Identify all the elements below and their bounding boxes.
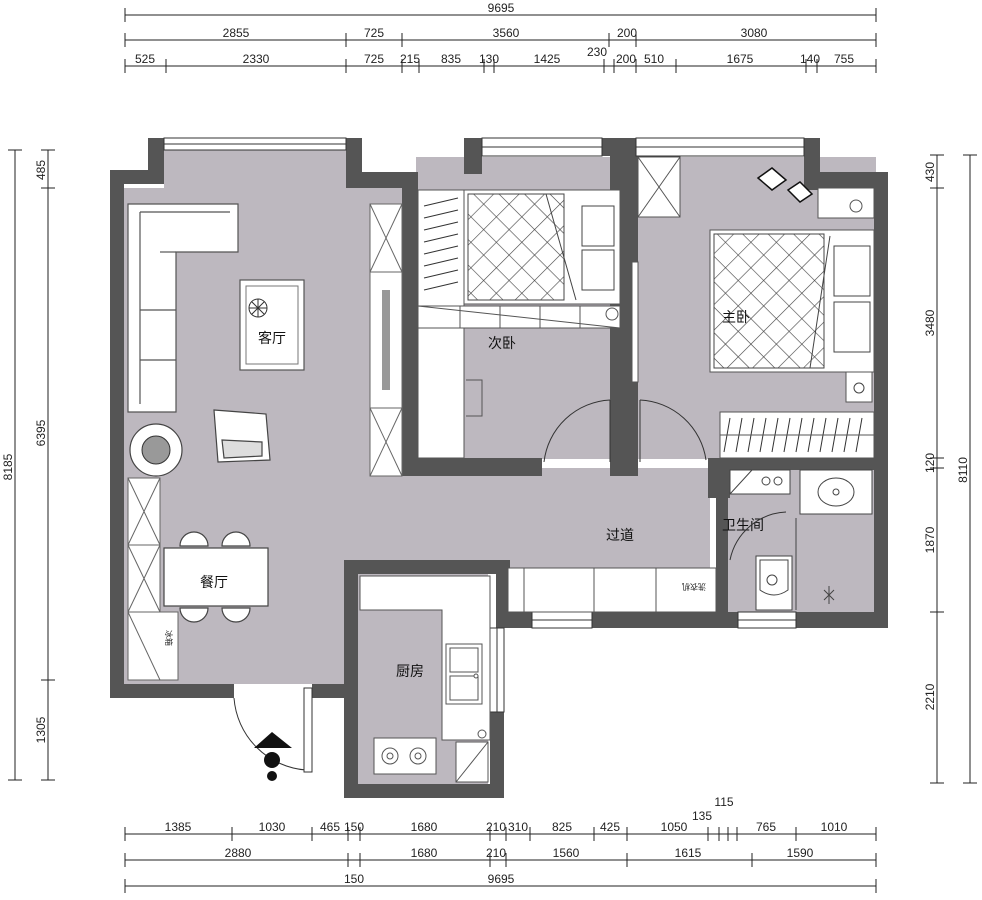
armchair (213, 409, 271, 463)
dim-label: 135 (692, 809, 712, 823)
coffee-table (239, 279, 305, 371)
dim-label: 725 (364, 26, 384, 40)
door-second-bedroom (543, 399, 611, 463)
sofa (127, 203, 239, 413)
dim-label: 1010 (821, 820, 848, 834)
dim-label: 200 (617, 26, 637, 40)
dim-label: 200 (616, 52, 636, 66)
dim-label: 1560 (553, 846, 580, 860)
wardrobe-second (417, 189, 621, 329)
right-total-label: 8110 (956, 457, 970, 483)
dim-label: 1680 (411, 846, 438, 860)
top-dimensions (124, 8, 877, 73)
bottom-dimensions (124, 827, 877, 893)
dim-label: 835 (441, 52, 461, 66)
dim-label: 210 (486, 846, 506, 860)
side-table (129, 423, 183, 477)
dim-label: 1030 (259, 820, 286, 834)
dining-cabinet (127, 477, 179, 681)
door-master-bedroom (631, 261, 707, 462)
dim-label: 3560 (493, 26, 520, 40)
dim-label: 3480 (923, 309, 937, 336)
master-chair-icon (756, 167, 814, 203)
kitchen-label: 厨房 (396, 664, 424, 680)
master-bedroom-label: 主卧 (722, 310, 750, 326)
dim-label: 2880 (225, 846, 252, 860)
windows (163, 137, 805, 713)
dim-label: 120 (923, 453, 937, 473)
dim-label: 115 (714, 795, 733, 809)
top-total-label: 9695 (488, 1, 515, 15)
dim-label: 1675 (727, 52, 754, 66)
dim-label: 1305 (34, 716, 48, 743)
left-dimensions (8, 149, 55, 781)
dim-label: 465 (320, 820, 340, 834)
kitchen-counter (359, 575, 491, 783)
bed-master (709, 229, 875, 403)
dim-label: 130 (479, 52, 499, 66)
dim-label: 510 (644, 52, 664, 66)
bottom-dimension-labels: 1385 1030 465 150 1680 210 310 825 425 1… (165, 795, 848, 886)
dim-label: 1680 (411, 820, 438, 834)
dim-label: 1385 (165, 820, 192, 834)
corridor-label: 过道 (606, 528, 634, 544)
right-dimensions (930, 154, 977, 784)
dim-label: 210 (486, 820, 506, 834)
dim-label: 310 (508, 820, 528, 834)
dim-label: 485 (34, 160, 48, 180)
dim-label: 1425 (534, 52, 561, 66)
desk-second (417, 307, 619, 459)
second-bedroom-label: 次卧 (488, 336, 516, 352)
door-bathroom (729, 511, 787, 561)
dim-label: 755 (834, 52, 854, 66)
dim-label: 525 (135, 52, 155, 66)
dining-room-label: 餐厅 (200, 575, 228, 591)
dim-label: 215 (400, 52, 420, 66)
master-closet (637, 156, 875, 219)
dim-label: 1590 (787, 846, 814, 860)
bath-fixtures (729, 469, 873, 611)
dim-label: 2210 (923, 683, 937, 710)
dim-label: 425 (600, 820, 620, 834)
dim-label: 150 (344, 872, 364, 886)
dim-label: 725 (364, 52, 384, 66)
living-room-label: 客厅 (258, 330, 286, 347)
dim-label: 1050 (661, 820, 688, 834)
dim-label: 825 (552, 820, 572, 834)
dim-label: 1615 (675, 846, 702, 860)
bathroom-label: 卫生间 (722, 518, 764, 534)
dim-label: 6395 (34, 419, 48, 446)
dim-label: 430 (923, 162, 937, 182)
corridor-cabinet (507, 567, 717, 613)
dining-table (163, 531, 269, 623)
dim-label: 2330 (243, 52, 270, 66)
entrance-arrow-icon (254, 732, 292, 781)
left-dimension-labels: 8185 485 6395 1305 (1, 160, 48, 744)
dim-label: 3080 (741, 26, 768, 40)
dim-label: 140 (800, 52, 820, 66)
left-total-label: 8185 (1, 453, 15, 480)
dim-label: 150 (344, 820, 364, 834)
dim-label: 1870 (923, 526, 937, 553)
right-dimension-labels: 430 3480 120 1870 2210 8110 (923, 162, 970, 711)
washer-label: 洗衣机 (682, 582, 706, 592)
dim-label: 765 (756, 820, 776, 834)
dim-label: 230 (587, 45, 607, 59)
master-wardrobe (719, 411, 875, 459)
fridge-label: 冰箱 (164, 630, 174, 646)
dim-label: 2855 (223, 26, 250, 40)
top-dimension-labels: 9695 2855 725 3560 200 3080 525 2330 725… (135, 1, 854, 66)
bottom-total-label: 9695 (488, 872, 515, 886)
bed-second (463, 189, 621, 305)
tv-cabinet (369, 203, 403, 477)
